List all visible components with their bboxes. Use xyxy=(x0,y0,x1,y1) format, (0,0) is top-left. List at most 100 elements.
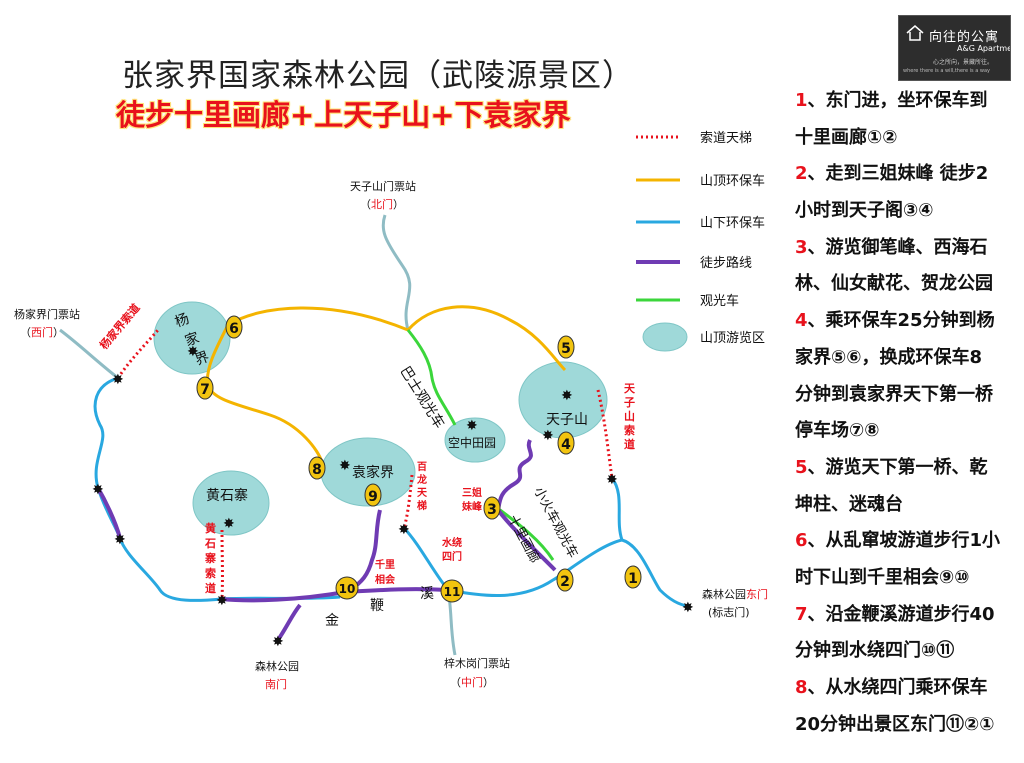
north-gate-label: 天子山门票站 xyxy=(350,179,416,193)
svg-text:9: 9 xyxy=(368,489,378,505)
area-name-yuanjiajie: 袁家界 xyxy=(352,464,394,481)
step-8-line-1: 8、从水绕四门乘环保车 xyxy=(795,677,988,698)
legend-area-swatch xyxy=(642,322,688,352)
svg-text:✸: ✸ xyxy=(272,634,284,650)
page-subtitle: 徒步十里画廊+上天子山+下袁家界 xyxy=(116,98,571,132)
step-2-line-1: 2、走到三姐妹峰 徒步2 xyxy=(795,163,989,185)
area-huangshizhai[interactable] xyxy=(192,470,270,536)
route-hike-west xyxy=(96,486,122,539)
marker-10[interactable]: 10 xyxy=(335,576,359,600)
svg-text:天: 天 xyxy=(417,487,428,499)
step-5-line-2: 坤柱、迷魂台 xyxy=(795,493,903,515)
south-gate-label: 森林公园 xyxy=(255,659,299,673)
marker-6[interactable]: 6 xyxy=(225,315,243,339)
svg-text:5: 5 xyxy=(561,341,571,357)
logo-slogan: 心之所向，景藏所往。 xyxy=(933,59,994,66)
logo-en: A&G Apartment xyxy=(957,44,1010,53)
svg-text:✸: ✸ xyxy=(187,344,199,360)
marker-4[interactable]: 4 xyxy=(557,431,575,455)
shuirao-label-2: 四门 xyxy=(442,550,462,563)
svg-text:天: 天 xyxy=(624,382,636,395)
qianli-label-2: 相会 xyxy=(375,573,395,586)
step-2-line-2: 小时到天子阁③④ xyxy=(795,200,934,222)
step-3-line-1: 3、游览御笔峰、西海石 xyxy=(795,236,988,258)
area-yangjiajie[interactable] xyxy=(153,301,231,375)
svg-text:3: 3 xyxy=(487,502,497,518)
route-little-train xyxy=(499,508,555,561)
svg-text:✸: ✸ xyxy=(339,458,351,474)
house-icon xyxy=(906,25,924,41)
svg-text:山: 山 xyxy=(624,409,635,423)
svg-text:2: 2 xyxy=(560,574,570,590)
route-hike-south xyxy=(276,603,302,642)
svg-text:10: 10 xyxy=(339,582,356,596)
svg-text:7: 7 xyxy=(200,382,210,398)
svg-text:道: 道 xyxy=(205,581,216,595)
legend-lowbus-label: 山下环保车 xyxy=(700,215,765,231)
route-top-bus xyxy=(205,305,567,463)
west-gate-sub: （西门） xyxy=(20,325,64,339)
route-hike-tianzi xyxy=(496,439,533,511)
svg-text:11: 11 xyxy=(444,585,461,599)
svg-text:✸: ✸ xyxy=(112,372,124,388)
step-7-line-1: 7、沿金鞭溪游道步行40 xyxy=(795,603,995,625)
svg-text:✸: ✸ xyxy=(92,482,104,498)
marker-2[interactable]: 2 xyxy=(556,568,574,592)
shuirao-label-1: 水绕 xyxy=(441,536,462,549)
east-gate-label: 森林公园东门 xyxy=(702,587,768,601)
step-4-line-3: 分钟到袁家界天下第一桥 xyxy=(795,383,993,405)
qianli-label-1: 千里 xyxy=(375,558,395,571)
south-gate-sub: 南门 xyxy=(265,677,287,691)
marker-1[interactable]: 1 xyxy=(624,565,642,589)
legend: 索道天梯 山顶环保车 山下环保车 徒步路线 观光车 山顶游览区 xyxy=(636,131,765,352)
svg-text:索: 索 xyxy=(624,423,635,437)
area-kongzhongtianyuan[interactable] xyxy=(444,417,506,463)
north-gate-sub: （北门） xyxy=(360,197,404,211)
svg-text:索: 索 xyxy=(205,566,216,580)
west-gate-label: 杨家界门票站 xyxy=(14,307,80,321)
route-hike-shili xyxy=(496,508,557,572)
step-4-line-2: 家界⑤⑥，换成环保车8 xyxy=(795,346,983,368)
road-west xyxy=(59,328,119,380)
legend-topbus-label: 山顶环保车 xyxy=(700,173,765,189)
east-gate-sub: (标志门) xyxy=(708,605,750,619)
route-hike-yuanjiajie xyxy=(348,509,382,592)
road-north xyxy=(381,214,412,331)
area-name-huangshizhai: 黄石寨 xyxy=(206,487,248,504)
area-name-yangjiajie-2: 家 xyxy=(183,329,202,350)
marker-11[interactable]: 11 xyxy=(440,579,464,603)
jinbian-bian: 鞭 xyxy=(370,598,384,614)
sanjie-label-1: 三姐 xyxy=(462,486,482,499)
svg-text:百: 百 xyxy=(417,461,427,473)
svg-text:✸: ✸ xyxy=(223,516,235,532)
marker-7[interactable]: 7 xyxy=(196,376,214,400)
station-stars: ✸ ✸ ✸ ✸ ✸ ✸ ✸ ✸ ✸ ✸ ✸ ✸ ✸ ✸ ✸ xyxy=(92,344,694,650)
step-1-line-1: 1、东门进，坐环保车到 xyxy=(795,90,988,111)
svg-text:✸: ✸ xyxy=(216,593,228,609)
step-6-line-2: 时下山到千里相会⑨⑩ xyxy=(795,566,970,588)
brand-logo: 向往的公寓 A&G Apartment 心之所向，景藏所往。 where the… xyxy=(898,15,1011,81)
cable-tianzi xyxy=(596,389,614,479)
legend-cable-label: 索道天梯 xyxy=(700,131,752,146)
marker-9[interactable]: 9 xyxy=(364,483,382,507)
svg-text:道: 道 xyxy=(624,437,635,451)
step-5-line-1: 5、游览天下第一桥、乾 xyxy=(795,456,988,478)
svg-text:寨: 寨 xyxy=(204,551,216,565)
logo-cn: 向往的公寓 xyxy=(929,30,1000,45)
step-6-line-1: 6、从乱窜坡游道步行1小 xyxy=(795,530,1001,552)
yangjiajie-cable-label: 杨家界索道 xyxy=(97,301,143,352)
marker-3[interactable]: 3 xyxy=(483,496,501,520)
svg-text:✸: ✸ xyxy=(682,600,694,616)
area-name-tianzishan: 天子山 xyxy=(546,412,588,428)
marker-5[interactable]: 5 xyxy=(557,335,575,359)
marker-8[interactable]: 8 xyxy=(308,456,326,480)
step-8-line-2: 20分钟出景区东门⑪②① xyxy=(795,713,995,735)
jinbian-jin: 金 xyxy=(325,613,339,629)
svg-text:8: 8 xyxy=(312,462,322,478)
step-4-line-4: 停车场⑦⑧ xyxy=(795,420,880,442)
step-4-line-1: 4、乘环保车25分钟到杨 xyxy=(795,310,995,332)
svg-text:✸: ✸ xyxy=(606,472,618,488)
